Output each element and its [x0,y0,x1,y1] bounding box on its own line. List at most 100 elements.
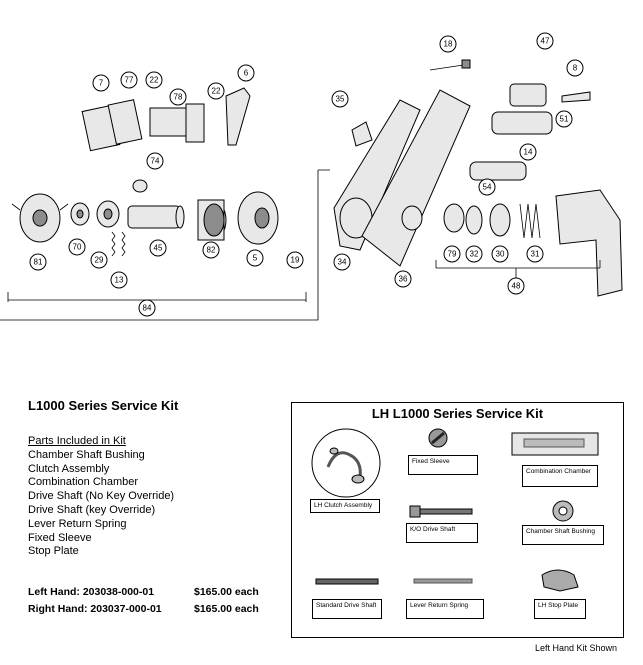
callout-number: 78 [174,93,183,102]
list-item: Lever Return Spring [28,517,127,530]
callout-number: 7 [99,79,104,88]
parts-heading: Parts Included in Kit [28,435,126,447]
callout-32: 32 [465,245,483,263]
callout-number: 82 [207,246,216,255]
standard-drive-shaft-image [315,578,379,585]
callout-34: 34 [333,253,351,271]
callout-35: 35 [331,90,349,108]
callout-78: 78 [169,88,187,106]
kit-item-label: Fixed Sleeve [408,455,478,475]
callout-8: 8 [566,59,584,77]
chamber-housing-81 [11,193,69,243]
lever-arm-6 [225,87,251,146]
list-item: Drive Shaft (No Key Override) [28,490,175,503]
footer-note: Left Hand Kit Shown [534,643,617,653]
callout-7: 7 [92,74,110,92]
callout-number: 54 [483,183,492,192]
callout-79: 79 [443,245,461,263]
combination-chamber-82 [197,199,227,241]
list-item: Stop Plate [28,545,79,558]
screw-18 [429,59,471,71]
list-item: Chamber Shaft Bushing [28,448,145,461]
list-item: Combination Chamber [28,476,139,489]
callout-22: 22 [207,82,225,100]
callout-29: 29 [90,251,108,269]
callout-77: 77 [120,71,138,89]
combination-chamber-image [511,432,599,456]
callout-47: 47 [536,32,554,50]
callout-number: 13 [115,276,124,285]
callout-number: 74 [151,157,160,166]
callout-number: 14 [524,148,533,157]
callout-number: 84 [143,304,152,313]
callout-number: 79 [448,250,457,259]
callout-number: 34 [338,258,347,267]
callout-number: 30 [496,250,505,259]
clutch-part-70 [70,202,90,226]
callout-number: 51 [560,115,569,124]
callout-number: 6 [244,69,249,78]
callout-number: 31 [531,250,540,259]
callout-6: 6 [237,64,255,82]
callout-number: 70 [73,243,82,252]
lever-handle-48 [555,189,623,297]
spring-31 [519,203,541,239]
callout-70: 70 [68,238,86,256]
callout-number: 47 [541,37,550,46]
fixed-sleeve-image [428,428,448,448]
clutch-assembly-image [311,428,381,498]
kit-info-panel: L1000 Series Service Kit Parts Included … [28,398,278,559]
cylinder-14-54 [469,161,527,181]
kit-item-label: Standard Drive Shaft [312,599,382,619]
housing-5 [237,191,279,245]
callout-number: 22 [212,87,221,96]
callout-number: 8 [573,64,578,73]
kit-item-label: Combination Chamber [522,465,598,487]
callout-13: 13 [110,271,128,289]
callout-19: 19 [286,251,304,269]
kit-item-label: Chamber Shaft Bushing [522,525,604,545]
callout-82: 82 [202,241,220,259]
callout-36: 36 [394,270,412,288]
callout-5: 5 [246,249,264,267]
callout-45: 45 [149,239,167,257]
springs-13 [111,231,126,257]
kit-item-label: LH Stop Plate [534,599,586,619]
callout-number: 19 [291,256,300,265]
callout-54: 54 [478,178,496,196]
callout-18: 18 [439,35,457,53]
cylinder-51 [491,111,553,135]
callout-14: 14 [519,143,537,161]
ring-74 [132,179,148,193]
list-item: Clutch Assembly [28,462,110,475]
callout-number: 5 [253,254,258,263]
kit-title: L1000 Series Service Kit [28,398,179,413]
price: $165.00 each [194,603,259,615]
callout-number: 77 [125,76,134,85]
kit-item-label: K/O Drive Shaft [406,523,478,543]
kit-contents-box: LH L1000 Series Service Kit LH Clutch As… [291,402,624,638]
mount-plate-7-77 [81,99,143,152]
callout-51: 51 [555,110,573,128]
callout-number: 36 [399,275,408,284]
callout-number: 29 [95,256,104,265]
parts-list: Chamber Shaft Bushing Clutch Assembly Co… [28,449,278,559]
callout-22: 22 [145,71,163,89]
drive-shaft-45 [127,205,185,229]
clip-35 [351,121,373,147]
callout-48: 48 [507,277,525,295]
callout-number: 18 [444,40,453,49]
callout-number: 45 [154,244,163,253]
callout-number: 35 [336,95,345,104]
kit-box-title: LH L1000 Series Service Kit [371,406,544,421]
callout-30: 30 [491,245,509,263]
lever-return-spring-image [413,578,473,584]
rings-79-32-30 [443,203,511,237]
list-item: Drive Shaft (key Override) [28,503,156,516]
part-number: Right Hand: 203037-000-01 [28,603,162,615]
part-number: Left Hand: 203038-000-01 [28,586,155,598]
callout-number: 81 [34,258,43,267]
clutch-gear-29 [96,200,120,228]
callout-number: 32 [470,250,479,259]
mounting-plate-36 [361,89,471,267]
